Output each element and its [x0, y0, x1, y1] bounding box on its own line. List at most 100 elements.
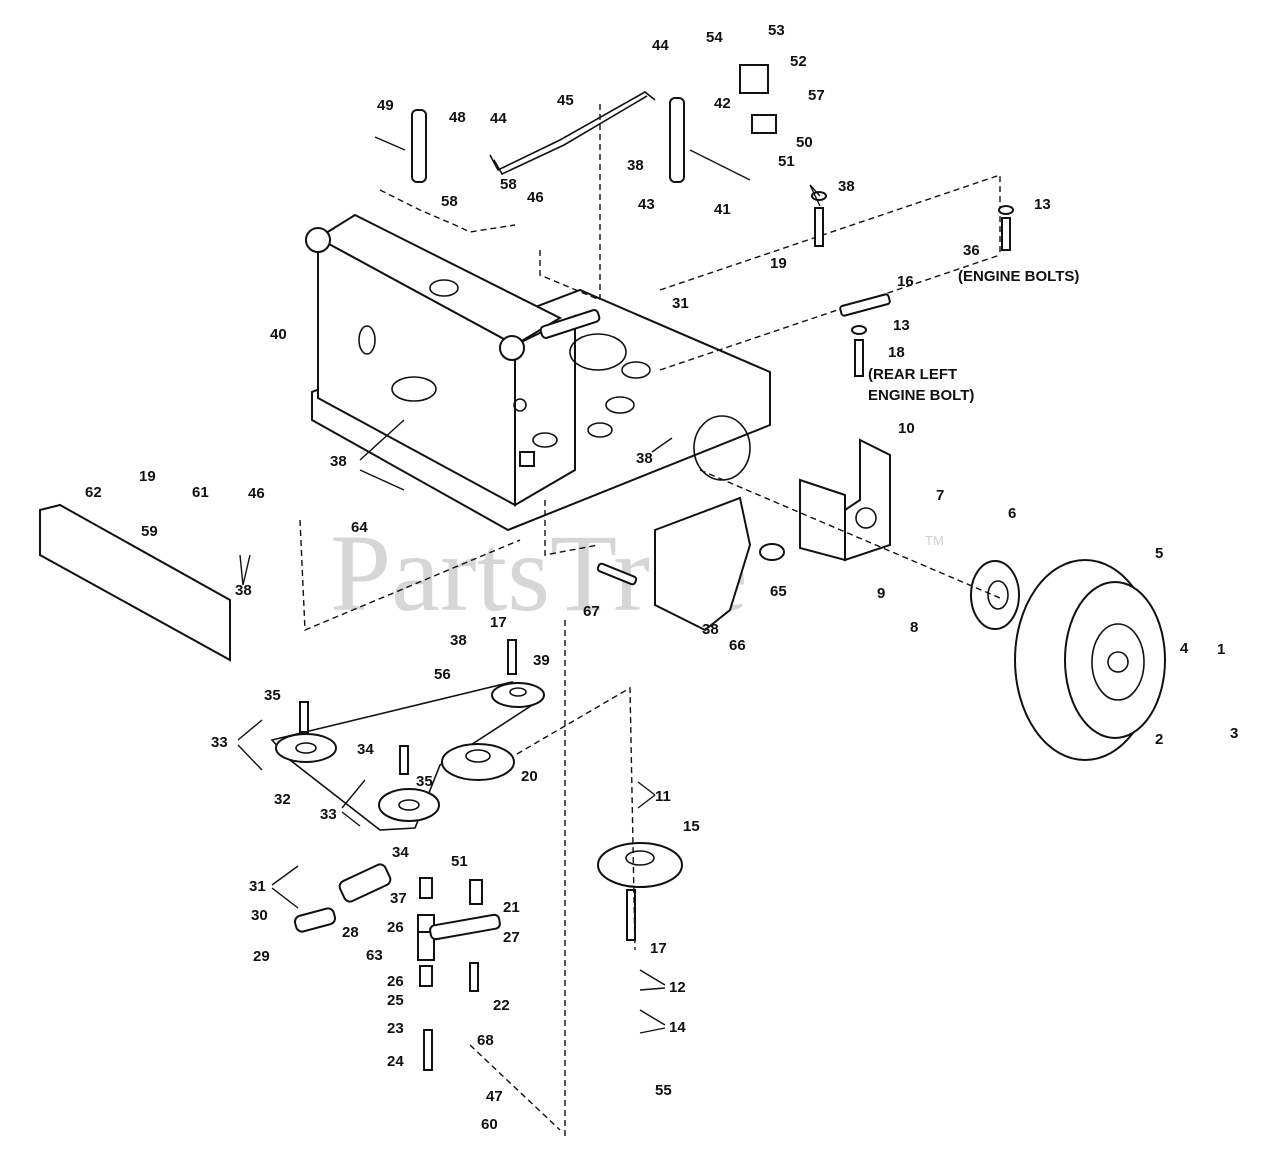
idler-arm: [293, 863, 561, 1131]
callout-33b: 33: [320, 806, 337, 823]
callout-20: 20: [521, 768, 538, 785]
callout-22: 22: [493, 997, 510, 1014]
callout-50: 50: [796, 134, 813, 151]
callout-34b: 34: [392, 844, 409, 861]
callout-38c: 38: [330, 453, 347, 470]
callout-21: 21: [503, 899, 520, 916]
callout-67: 67: [583, 603, 600, 620]
callout-53: 53: [768, 22, 785, 39]
callout-19b: 19: [139, 468, 156, 485]
callout-36: 36: [963, 242, 980, 259]
callout-2: 2: [1155, 731, 1163, 748]
bumper-plate: [39, 496, 785, 662]
callout-33a: 33: [211, 734, 228, 751]
callout-38e: 38: [235, 582, 252, 599]
callout-48: 48: [449, 109, 466, 126]
callout-13a: 13: [1034, 196, 1051, 213]
callout-24: 24: [387, 1053, 404, 1070]
callout-45: 45: [557, 92, 574, 109]
callout-13b: 13: [893, 317, 910, 334]
callout-44a: 44: [652, 37, 669, 54]
callout-44b: 44: [490, 110, 507, 127]
callout-68: 68: [477, 1032, 494, 1049]
callout-37: 37: [390, 890, 407, 907]
linkage-rods: [374, 64, 777, 183]
callout-4: 4: [1180, 640, 1189, 657]
callout-60: 60: [481, 1116, 498, 1133]
callout-7: 7: [936, 487, 944, 504]
callouts: 1 2 3 4 5 6 7 8 9 10 11 12 13 13 14 15 1…: [85, 22, 1238, 1133]
callout-38b: 38: [838, 178, 855, 195]
callout-35b: 35: [416, 773, 433, 790]
callout-3: 3: [1230, 725, 1238, 742]
callout-11: 11: [655, 788, 671, 805]
callout-25: 25: [387, 992, 404, 1009]
wheel-assembly: [699, 438, 1166, 761]
note-engine-bolts: (ENGINE BOLTS): [958, 268, 1079, 285]
callout-58a: 58: [500, 176, 517, 193]
callout-31b: 31: [249, 878, 266, 895]
callout-39: 39: [533, 652, 550, 669]
callout-1: 1: [1217, 641, 1225, 658]
callout-54: 54: [706, 29, 723, 46]
callout-59: 59: [141, 523, 158, 540]
callout-10: 10: [898, 420, 915, 437]
engine-bolts: [811, 191, 1014, 377]
callout-32: 32: [274, 791, 291, 808]
callout-51a: 51: [778, 153, 795, 170]
belt-system: [270, 639, 683, 941]
callout-63: 63: [366, 947, 383, 964]
callout-9: 9: [877, 585, 885, 602]
callout-40: 40: [270, 326, 287, 343]
callout-49: 49: [377, 97, 394, 114]
callout-57: 57: [808, 87, 825, 104]
note-rear-left-line1: (REAR LEFT: [868, 366, 957, 383]
callout-51b: 51: [451, 853, 468, 870]
callout-56: 56: [434, 666, 451, 683]
callout-35a: 35: [264, 687, 281, 704]
callout-55: 55: [655, 1082, 672, 1099]
callout-6: 6: [1008, 505, 1016, 522]
callout-17a: 17: [490, 614, 507, 631]
watermark-trademark: TM: [925, 533, 944, 548]
callout-30: 30: [251, 907, 268, 924]
callout-28: 28: [342, 924, 359, 941]
callout-15: 15: [683, 818, 700, 835]
callout-31a: 31: [672, 295, 689, 312]
callout-61: 61: [192, 484, 209, 501]
callout-38g: 38: [702, 621, 719, 638]
callout-41: 41: [714, 201, 731, 218]
leader-lines: [237, 184, 821, 1034]
callout-38d: 38: [636, 450, 653, 467]
callout-23: 23: [387, 1020, 404, 1037]
callout-17b: 17: [650, 940, 667, 957]
main-frame: [305, 213, 771, 532]
callout-5: 5: [1155, 545, 1163, 562]
callout-65: 65: [770, 583, 787, 600]
callout-66: 66: [729, 637, 746, 654]
callout-18: 18: [888, 344, 905, 361]
callout-29: 29: [253, 948, 270, 965]
callout-58b: 58: [441, 193, 458, 210]
callout-14: 14: [669, 1019, 686, 1036]
callout-46b: 46: [248, 485, 265, 502]
callout-38a: 38: [627, 157, 644, 174]
callout-16: 16: [897, 273, 914, 290]
callout-38f: 38: [450, 632, 467, 649]
callout-47: 47: [486, 1088, 503, 1105]
callout-27: 27: [503, 929, 520, 946]
callout-42: 42: [714, 95, 731, 112]
callout-64: 64: [351, 519, 368, 536]
callout-26a: 26: [387, 919, 404, 936]
callout-43: 43: [638, 196, 655, 213]
callout-34a: 34: [357, 741, 374, 758]
callout-52: 52: [790, 53, 807, 70]
callout-19a: 19: [770, 255, 787, 272]
callout-46a: 46: [527, 189, 544, 206]
callout-62: 62: [85, 484, 102, 501]
callout-26b: 26: [387, 973, 404, 990]
callout-12: 12: [669, 979, 686, 996]
callout-8: 8: [910, 619, 918, 636]
note-rear-left-line2: ENGINE BOLT): [868, 387, 974, 404]
